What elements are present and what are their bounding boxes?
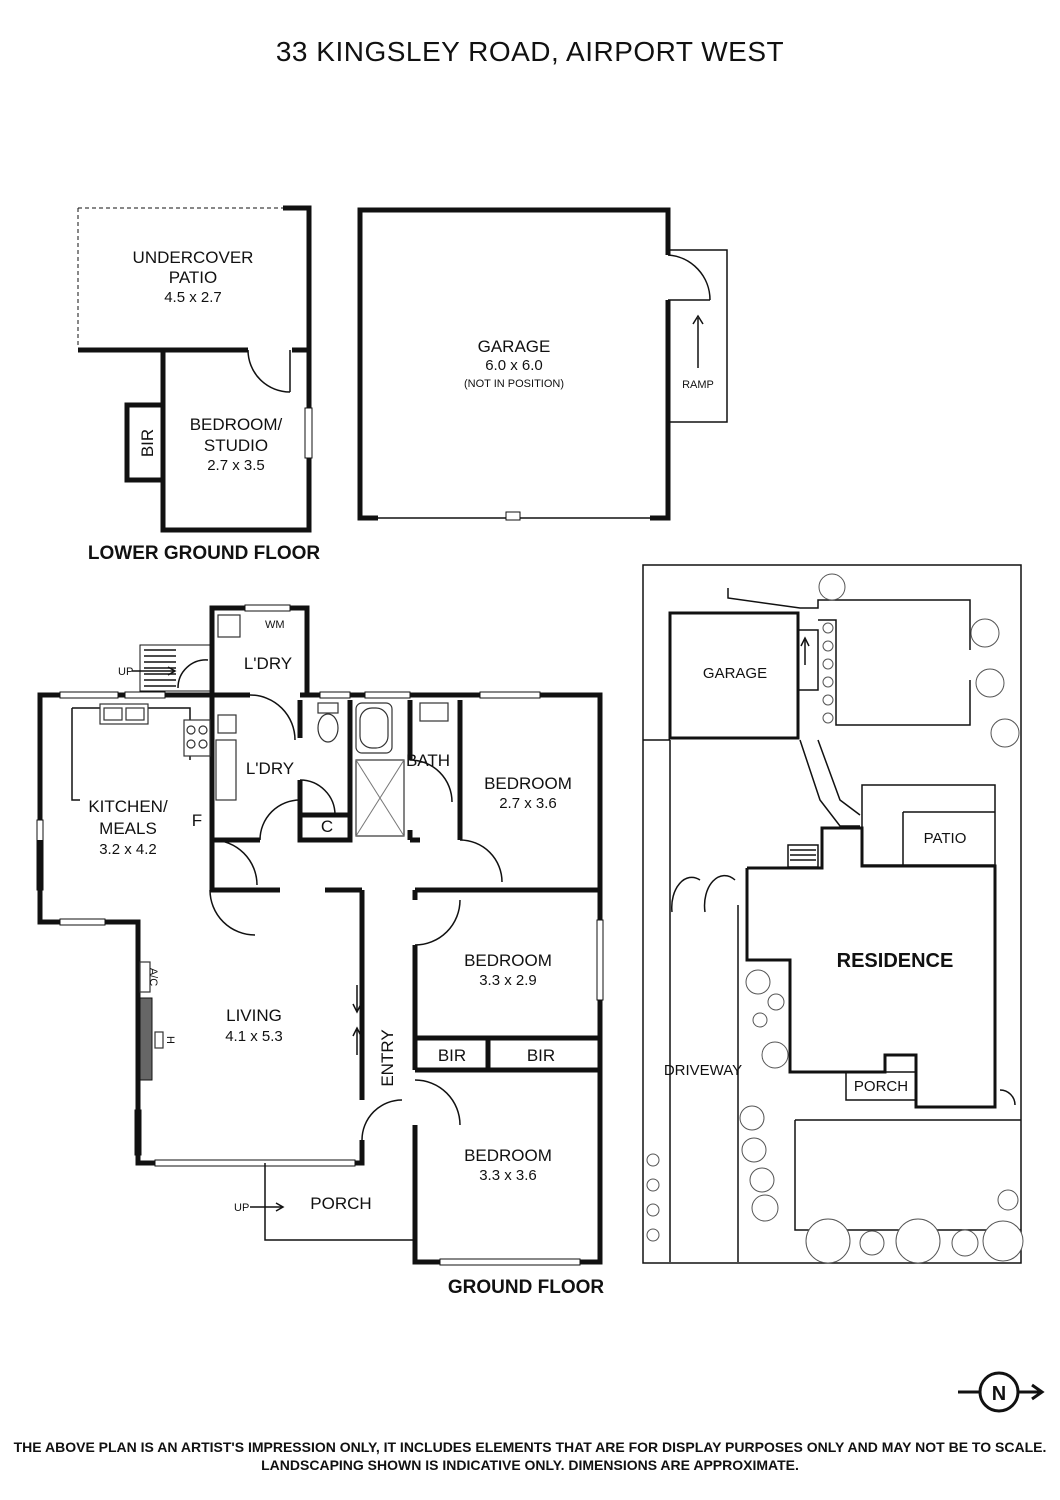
bedroom1-label: BEDROOM: [484, 774, 572, 793]
kitchen-label-2: MEALS: [99, 819, 157, 838]
studio-dims: 2.7 x 3.5: [207, 457, 265, 474]
ac-label: A/C: [147, 968, 159, 986]
bir-lower-label: BIR: [138, 429, 157, 457]
site-patio-label: PATIO: [924, 830, 967, 847]
site-driveway-label: DRIVEWAY: [664, 1062, 742, 1079]
site-trees: [646, 573, 1024, 1264]
stairs-up-label: UP: [118, 666, 133, 678]
wm-label: WM: [265, 619, 285, 631]
disclaimer-line-2: LANDSCAPING SHOWN IS INDICATIVE ONLY. DI…: [261, 1457, 799, 1473]
stairs: UP: [118, 644, 211, 692]
cooktop-icon: [183, 719, 211, 757]
compass-label: N: [992, 1383, 1006, 1405]
heater-icon: [154, 1031, 164, 1049]
garage-dims: 6.0 x 6.0: [485, 357, 543, 374]
kitchen-label-1: KITCHEN/: [88, 797, 168, 816]
fireplace-icon: [139, 997, 153, 1081]
garage-label: GARAGE: [478, 337, 551, 356]
laundry-sink-icon: [217, 714, 237, 734]
living-dims: 4.1 x 5.3: [225, 1028, 283, 1045]
bathtub-icon: [355, 702, 393, 754]
ground-floor: UP: [36, 604, 604, 1298]
site-porch-label: PORCH: [854, 1078, 908, 1095]
garage-note: (NOT IN POSITION): [464, 378, 564, 390]
lower-ground-floor: UNDERCOVER PATIO 4.5 x 2.7 BEDROOM/ STUD…: [77, 205, 728, 564]
bedroom2-label: BEDROOM: [464, 951, 552, 970]
site-residence: [745, 826, 997, 1109]
north-compass-icon: N: [958, 1371, 1045, 1413]
patio-label-1: UNDERCOVER: [133, 248, 254, 267]
laundry-top-label: L'DRY: [244, 654, 292, 673]
shower-icon: [355, 759, 405, 837]
kitchen-dims: 3.2 x 4.2: [99, 841, 157, 858]
site-garage-label: GARAGE: [703, 665, 767, 682]
disclaimer: THE ABOVE PLAN IS AN ARTIST'S IMPRESSION…: [0, 1438, 1060, 1474]
site-garage: [668, 611, 800, 740]
outer-wall-west: [37, 692, 365, 1166]
bath-label: BATH: [406, 751, 450, 770]
patio-walls: [78, 205, 312, 533]
bir2-label: BIR: [527, 1046, 555, 1065]
ramp: [668, 249, 728, 423]
ac-unit-icon: [139, 961, 151, 993]
heater-label: H: [164, 1036, 176, 1044]
disclaimer-line-1: THE ABOVE PLAN IS AN ARTIST'S IMPRESSION…: [13, 1439, 1047, 1455]
garage-walls: [357, 207, 671, 521]
fridge-label: F: [192, 811, 202, 830]
studio-label-2: STUDIO: [204, 436, 268, 455]
site-plan: GARAGE PATIO RESIDENCE DRIVEWAY PORCH: [642, 564, 1024, 1264]
porch-label: PORCH: [310, 1194, 371, 1213]
living-label: LIVING: [226, 1006, 282, 1025]
ramp-label: RAMP: [682, 379, 714, 391]
bedroom3-dims: 3.3 x 3.6: [479, 1167, 537, 1184]
bir1-label: BIR: [438, 1046, 466, 1065]
lower-ground-floor-caption: LOWER GROUND FLOOR: [88, 543, 320, 564]
entry-label: ENTRY: [378, 1029, 397, 1086]
porch-up-label: UP: [234, 1202, 249, 1214]
bedroom3-label: BEDROOM: [464, 1146, 552, 1165]
cupboard-label: C: [321, 817, 333, 836]
porch-outline: [264, 1163, 415, 1241]
site-residence-label: RESIDENCE: [837, 950, 954, 972]
patio-dims: 4.5 x 2.7: [164, 289, 222, 306]
ground-floor-caption: GROUND FLOOR: [448, 1277, 604, 1298]
patio-label-2: PATIO: [169, 268, 218, 287]
bedroom2-dims: 3.3 x 2.9: [479, 972, 537, 989]
page-title: 33 KINGSLEY ROAD, AIRPORT WEST: [275, 36, 785, 67]
basin-icon: [419, 702, 449, 722]
laundry-tub-icon: [217, 614, 241, 638]
bedroom1-dims: 2.7 x 3.6: [499, 795, 557, 812]
kitchen-bench: [71, 703, 211, 801]
toilet-icon: [317, 702, 339, 743]
site-porch: [845, 1071, 917, 1101]
studio-label-1: BEDROOM/: [190, 415, 283, 434]
bir-lower-walls: [124, 402, 163, 483]
laundry-label: L'DRY: [246, 759, 294, 778]
